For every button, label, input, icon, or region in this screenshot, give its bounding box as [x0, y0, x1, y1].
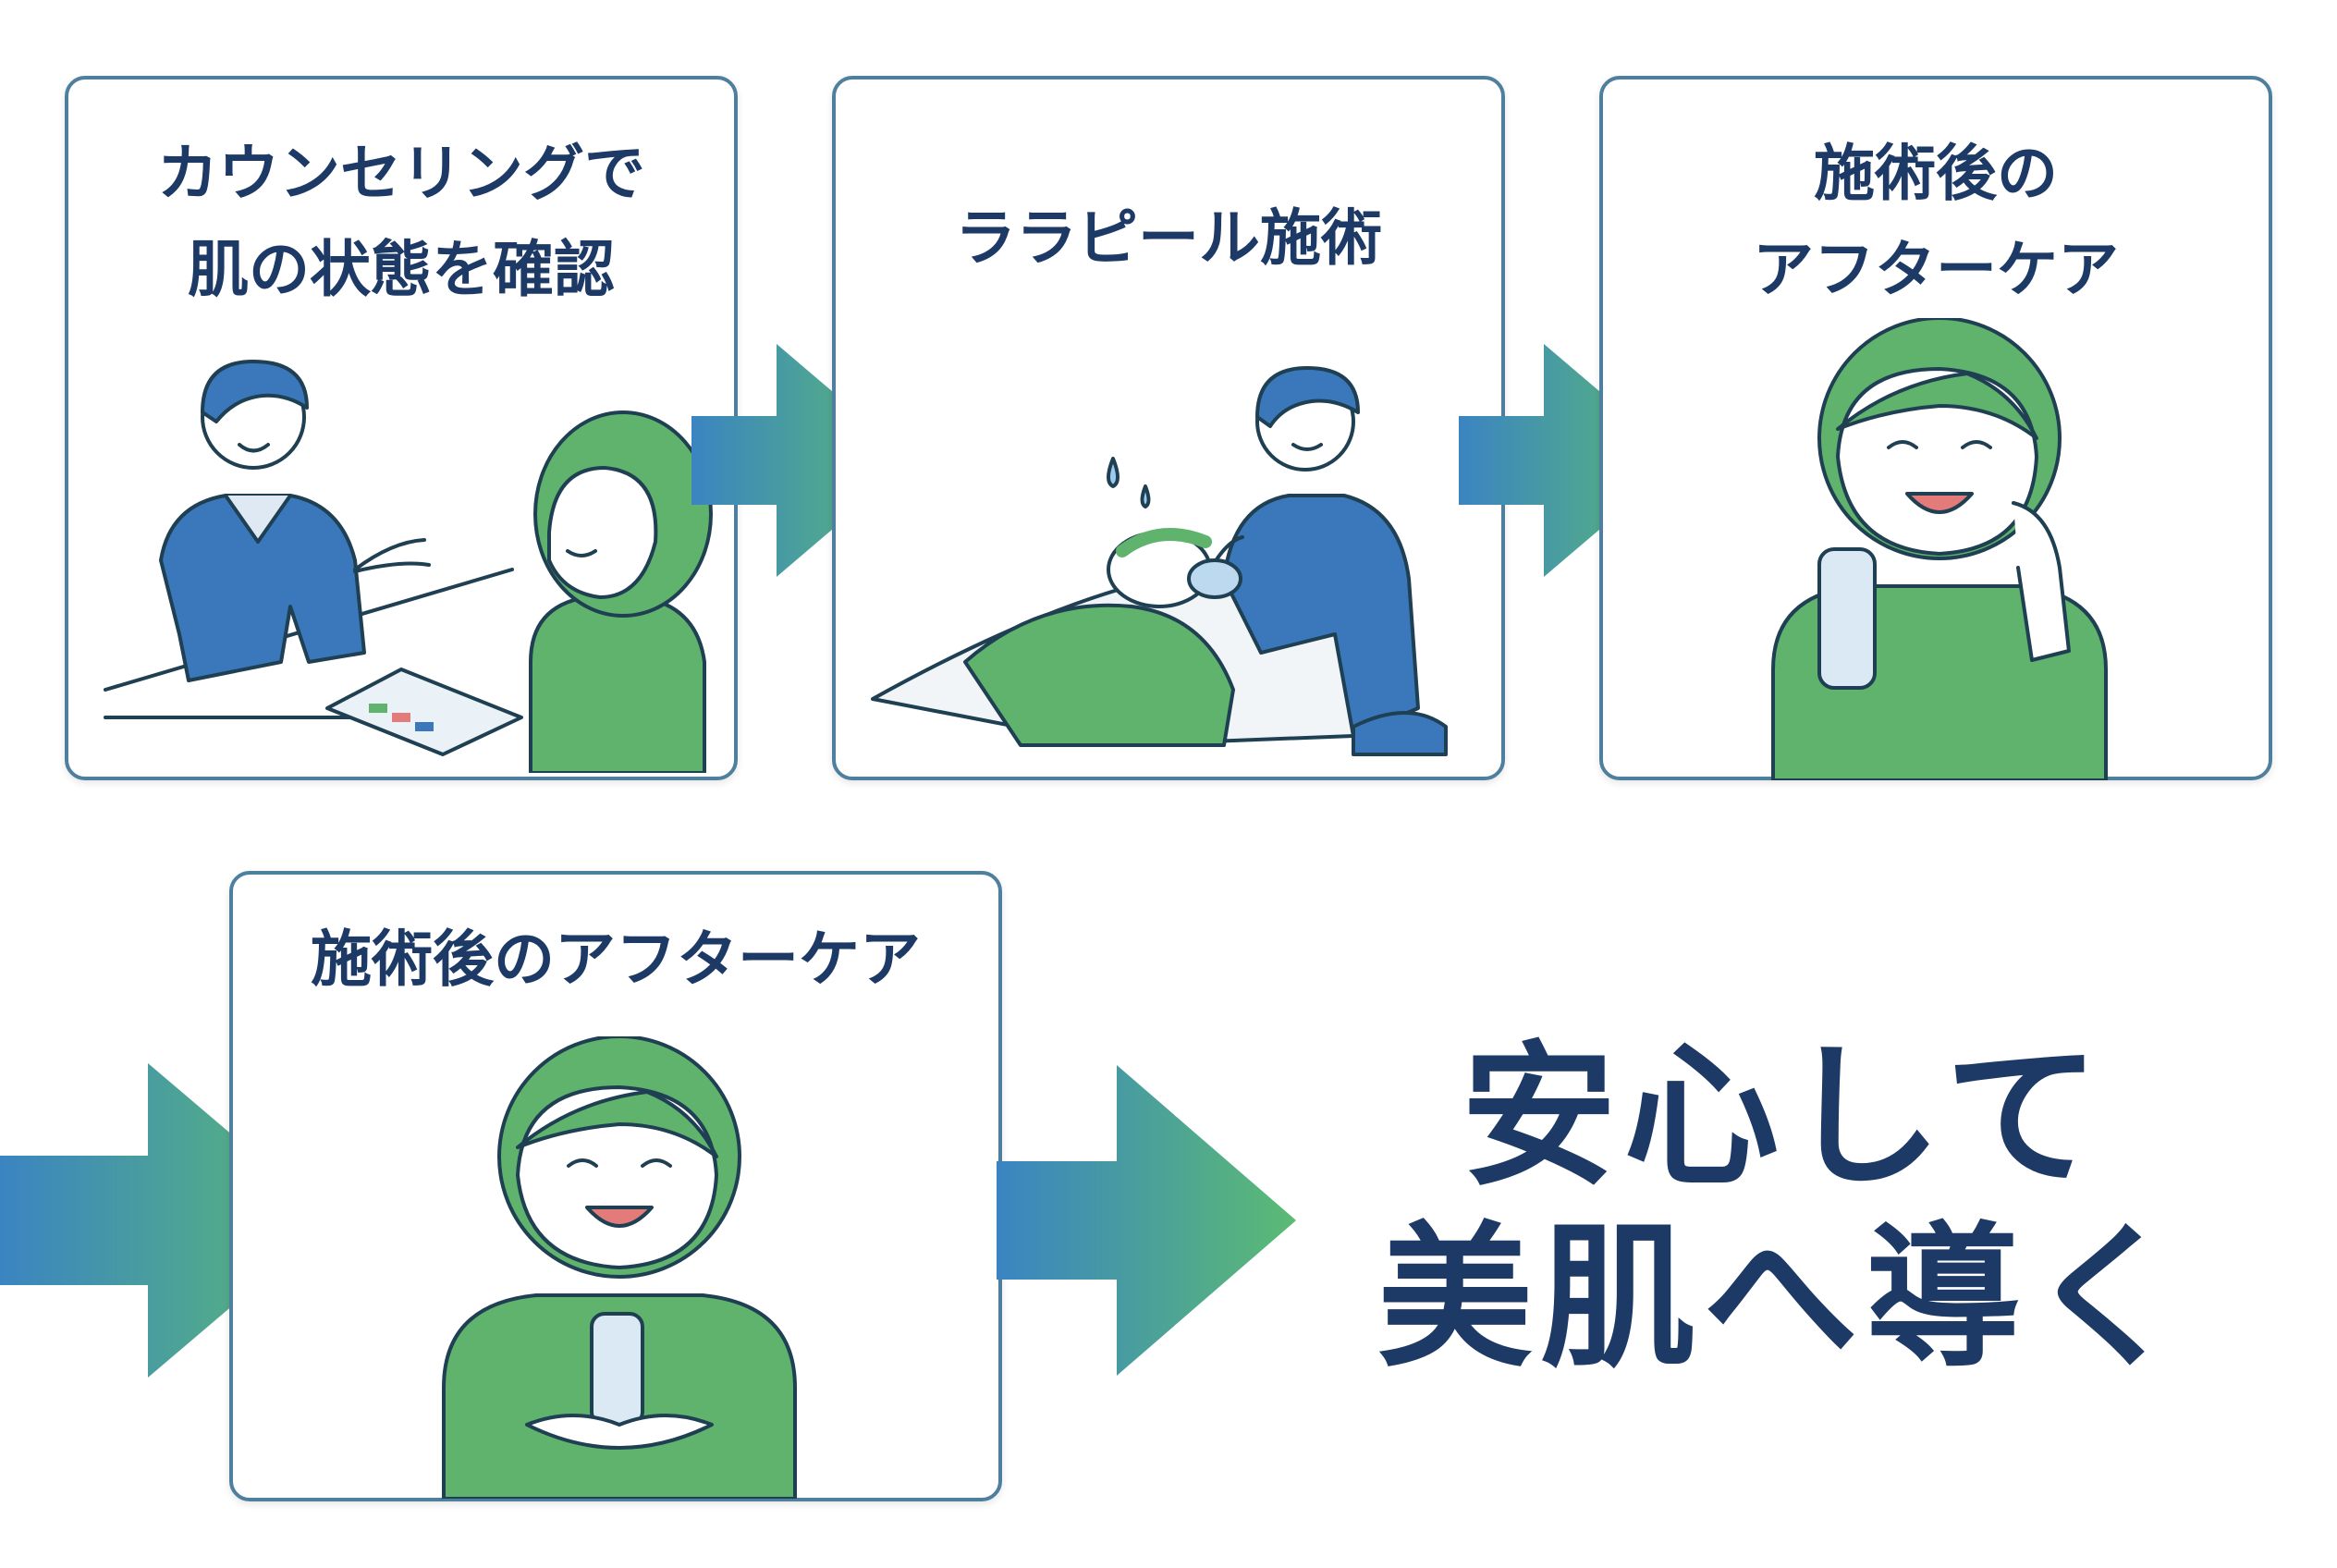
treatment-illustration [871, 366, 1448, 756]
counseling-illustration [104, 360, 713, 773]
step-title: ララピール施術 [955, 202, 1382, 274]
final-message: 安心して 美肌へ導く [1377, 1026, 2191, 1389]
step-title: カウンセリングで 肌の状態を確認 [157, 138, 645, 305]
flow-arrow [1459, 344, 1681, 577]
flow-arrow [0, 1063, 333, 1378]
step-card-counseling: カウンセリングで 肌の状態を確認 [65, 76, 738, 780]
step-title: 施術後のアフターケア [311, 924, 921, 995]
step-card-aftercare-2: 施術後のアフターケア [229, 871, 1002, 1501]
aftercare-illustration [1771, 318, 2108, 780]
step-card-aftercare: 施術後の アフターケア [1599, 76, 2272, 780]
step-title: 施術後の アフターケア [1753, 138, 2119, 305]
flow-arrow [691, 344, 913, 577]
aftercare-illustration [442, 1036, 797, 1499]
step-card-treatment: ララピール施術 [832, 76, 1505, 780]
flow-arrow [997, 1065, 1296, 1376]
